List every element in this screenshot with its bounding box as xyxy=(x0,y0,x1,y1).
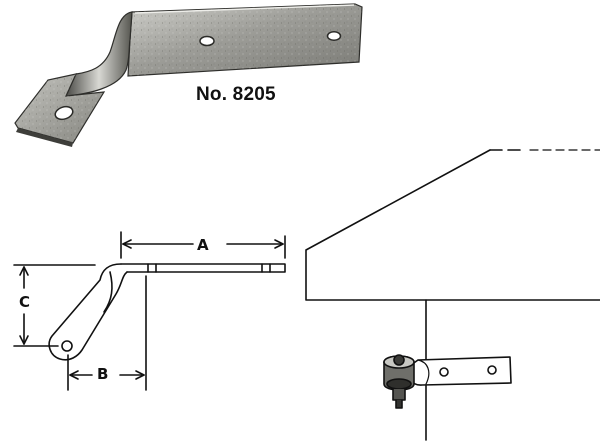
product-number-label: No. 8205 xyxy=(196,84,276,105)
bolt-assembly-icon xyxy=(383,354,415,409)
dimension-c-label: C xyxy=(19,293,31,311)
bracket-photo xyxy=(14,3,363,147)
drawing-offset-leg xyxy=(48,263,128,361)
dimension-c-line xyxy=(13,264,96,347)
dimension-b-line xyxy=(67,275,147,391)
bracket-bend xyxy=(65,11,133,97)
mounting-hole-icon xyxy=(326,31,342,41)
installed-view-drawing xyxy=(305,149,600,441)
dimension-a-line xyxy=(120,231,286,259)
mounting-hole-icon xyxy=(199,35,215,47)
bracket-hole-icon xyxy=(487,365,497,375)
bracket-dimension-drawing xyxy=(13,231,286,391)
bracket-hole-icon xyxy=(439,367,449,377)
drawing-top-bar xyxy=(120,263,286,273)
dimension-a-label: A xyxy=(197,236,209,254)
mounting-hole-icon xyxy=(54,105,74,121)
dimension-b-label: B xyxy=(97,365,109,383)
installed-bracket xyxy=(403,356,512,386)
drawing-hole-icon xyxy=(61,340,73,352)
cabinet-top xyxy=(305,149,600,301)
